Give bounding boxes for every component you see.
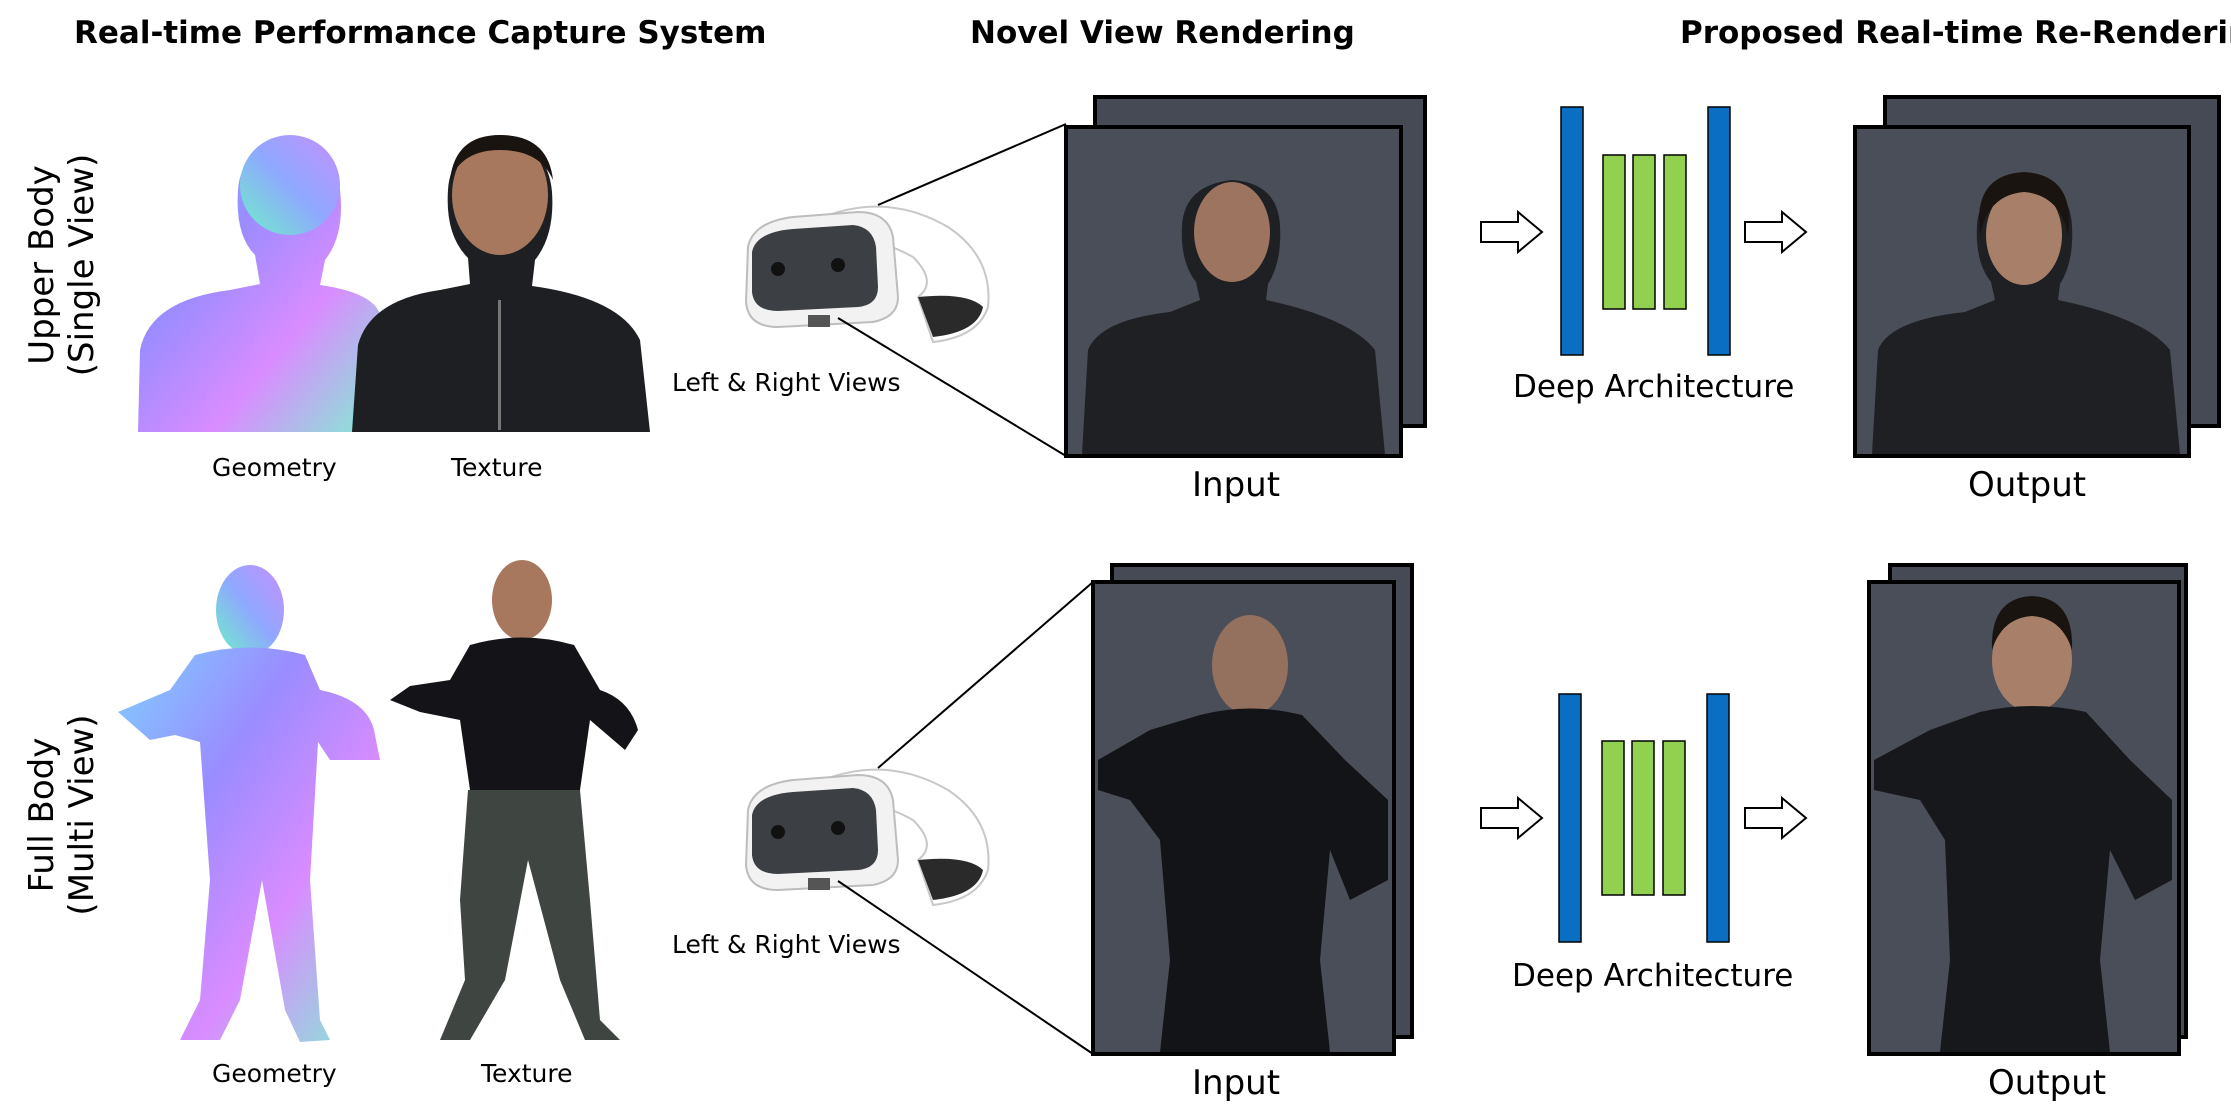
- upper-geometry-label: Geometry: [212, 453, 337, 482]
- full-deep-architecture: [1558, 693, 1730, 943]
- header-proposed: Proposed Real-time Re-Rendering: [1680, 15, 2231, 51]
- full-input-label: Input: [1192, 1063, 1281, 1103]
- upper-texture-figure: [352, 135, 650, 432]
- upper-arrow-to-output: [1744, 209, 1808, 255]
- full-texture-figure: [390, 560, 638, 1040]
- full-arrow-to-output: [1744, 795, 1808, 841]
- full-input-person: [1098, 615, 1388, 1052]
- full-arrow-to-arch: [1480, 795, 1544, 841]
- header-novel-view: Novel View Rendering: [970, 15, 1355, 51]
- full-geometry-label: Geometry: [212, 1059, 337, 1088]
- full-output-person: [1874, 596, 2172, 1052]
- full-arch-label: Deep Architecture: [1512, 958, 1794, 994]
- full-headset-icon: [745, 768, 990, 906]
- upper-geometry-figure: [138, 135, 385, 432]
- header-capture: Real-time Performance Capture System: [74, 15, 767, 51]
- upper-output-label: Output: [1968, 465, 2087, 505]
- full-geometry-figure: [118, 565, 380, 1042]
- full-output-label: Output: [1988, 1063, 2107, 1103]
- upper-input-person: [1082, 180, 1385, 454]
- full-texture-label: Texture: [481, 1059, 573, 1088]
- full-views-label: Left & Right Views: [672, 930, 901, 959]
- upper-headset-icon: [745, 205, 990, 343]
- upper-deep-architecture: [1560, 106, 1731, 356]
- upper-texture-label: Texture: [451, 453, 543, 482]
- upper-arch-label: Deep Architecture: [1513, 369, 1795, 405]
- upper-input-label: Input: [1192, 465, 1281, 505]
- upper-output-person: [1872, 172, 2180, 454]
- upper-views-label: Left & Right Views: [672, 368, 901, 397]
- upper-arrow-to-arch: [1480, 209, 1544, 255]
